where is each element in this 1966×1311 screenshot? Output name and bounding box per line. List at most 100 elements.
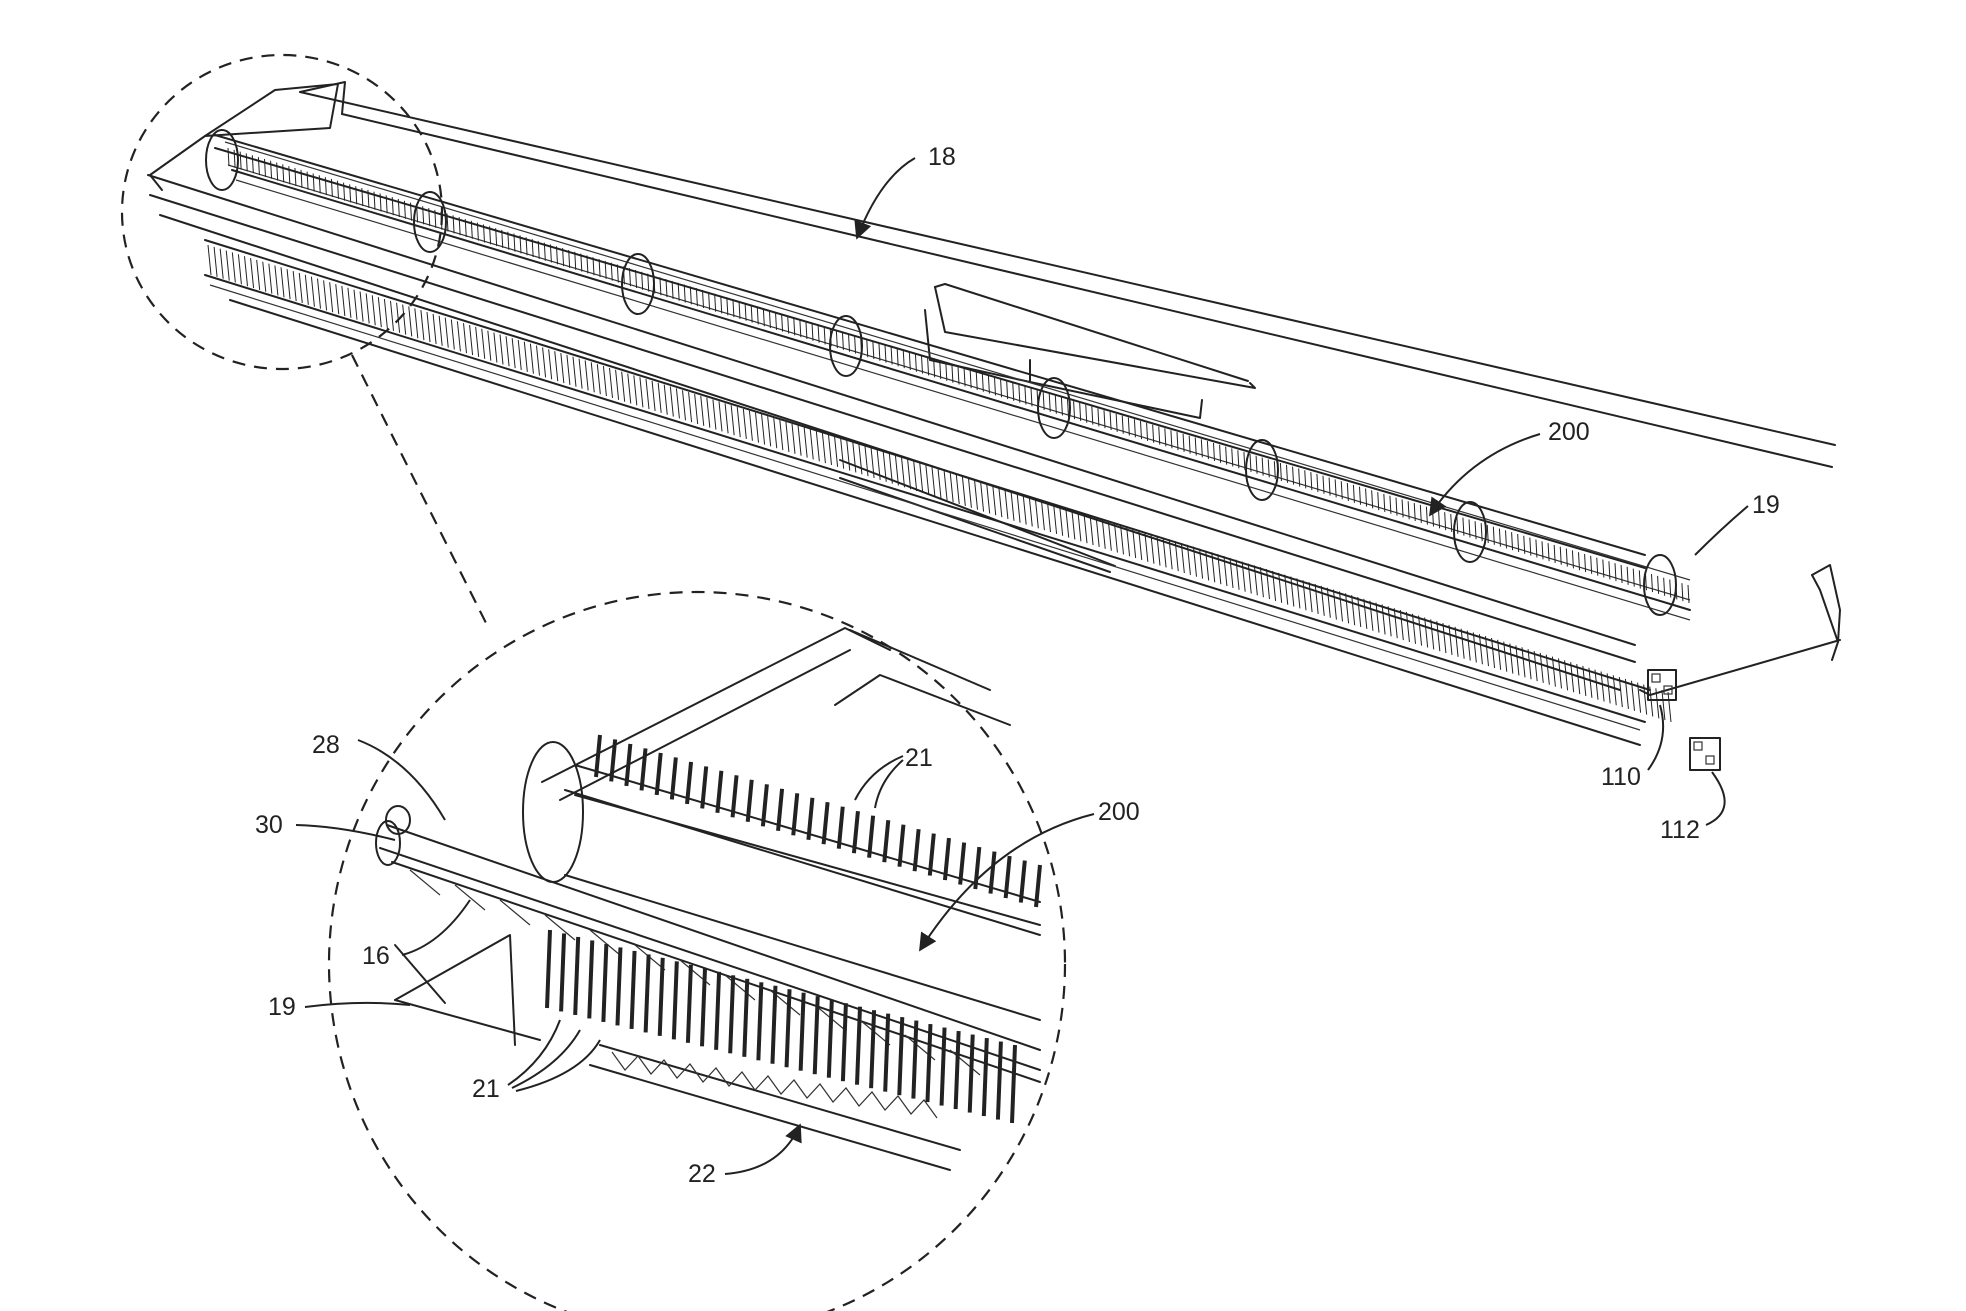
- tooth-stroke: [1614, 563, 1617, 582]
- tooth-stroke: [1200, 439, 1203, 458]
- tooth-stroke: [324, 177, 327, 196]
- tooth-stroke: [1320, 585, 1325, 616]
- tooth-stroke: [545, 929, 552, 1009]
- tooth-stroke: [590, 362, 595, 393]
- tooth-stroke: [1006, 381, 1009, 400]
- tooth-stroke: [1089, 515, 1094, 546]
- tooth-stroke: [834, 436, 839, 467]
- tooth-stroke: [355, 186, 358, 205]
- tooth-stroke: [1618, 677, 1623, 708]
- tooth-stroke: [1028, 496, 1033, 527]
- tooth-stroke: [755, 412, 759, 443]
- tooth-stroke: [1359, 486, 1361, 505]
- tooth-stroke: [967, 477, 972, 508]
- tooth-stroke: [1430, 619, 1435, 650]
- tooth-stroke: [1389, 495, 1392, 514]
- tooth-stroke: [1182, 433, 1185, 452]
- tooth-stroke: [750, 304, 753, 323]
- tooth-stroke: [1022, 494, 1027, 525]
- tooth-stroke: [499, 334, 504, 365]
- tooth-stroke: [1535, 539, 1538, 558]
- tooth-stroke: [1174, 541, 1179, 572]
- tooth-stroke: [700, 395, 705, 426]
- tooth-stroke: [1241, 561, 1246, 592]
- tooth-stroke: [957, 366, 960, 385]
- tooth-stroke: [501, 229, 504, 248]
- label-16: 16: [362, 942, 390, 970]
- tooth-stroke: [280, 267, 285, 298]
- tooth-stroke: [1649, 686, 1654, 717]
- tooth-stroke: [897, 1017, 905, 1096]
- tooth-stroke: [1109, 411, 1112, 431]
- tooth-stroke: [306, 171, 309, 190]
- tooth-stroke: [1425, 506, 1428, 525]
- tooth-stroke: [943, 470, 948, 501]
- tooth-stroke: [1079, 402, 1082, 421]
- label-19-main: 19: [1752, 491, 1780, 519]
- tooth-stroke: [1101, 518, 1106, 549]
- tooth-stroke: [718, 401, 723, 432]
- tooth-stroke: [450, 319, 455, 350]
- tooth-stroke: [1138, 529, 1143, 561]
- tooth-stroke: [250, 257, 255, 289]
- tooth-stroke: [438, 315, 443, 346]
- tooth-stroke: [300, 169, 303, 188]
- tooth-stroke: [1120, 524, 1124, 555]
- tooth-stroke: [671, 961, 679, 1040]
- label-28: 28: [312, 731, 340, 759]
- tooth-stroke: [525, 237, 528, 256]
- tooth-stroke: [1624, 678, 1629, 710]
- tooth-stroke: [517, 339, 522, 371]
- tooth-stroke: [536, 345, 540, 376]
- tooth-stroke: [643, 954, 651, 1033]
- tooth-stroke: [720, 295, 723, 314]
- tooth-stroke: [1515, 645, 1520, 676]
- tooth-stroke: [586, 255, 589, 274]
- tooth-stroke: [270, 160, 273, 179]
- tooth-stroke: [621, 371, 626, 402]
- tooth-stroke: [1225, 446, 1228, 465]
- tooth-stroke: [361, 188, 364, 207]
- tooth-stroke: [685, 964, 693, 1043]
- tooth-stroke: [1292, 466, 1295, 485]
- label-21-top: 21: [905, 744, 933, 772]
- tooth-stroke: [408, 306, 413, 337]
- tooth-stroke: [1211, 552, 1216, 583]
- tooth-stroke: [675, 388, 680, 419]
- gearbox-110: [1647, 669, 1677, 701]
- tooth-stroke: [383, 298, 388, 330]
- tooth-stroke: [1261, 457, 1264, 476]
- main-tooth-hatching: [207, 147, 1690, 723]
- tooth-stroke: [410, 202, 412, 221]
- tooth-stroke: [791, 423, 796, 454]
- tooth-stroke: [762, 308, 765, 327]
- tooth-stroke: [310, 276, 315, 307]
- tooth-stroke: [669, 386, 674, 417]
- tooth-stroke: [1115, 413, 1118, 432]
- tooth-stroke: [1164, 428, 1167, 447]
- tooth-stroke: [1083, 513, 1088, 544]
- tooth-stroke: [1393, 608, 1398, 639]
- tooth-stroke: [1003, 855, 1012, 899]
- tooth-stroke: [775, 311, 777, 330]
- tooth-stroke: [914, 353, 917, 372]
- tooth-stroke: [245, 153, 248, 172]
- tooth-stroke: [671, 280, 674, 299]
- tooth-stroke: [1065, 507, 1070, 538]
- tooth-stroke: [901, 457, 905, 488]
- tooth-stroke: [487, 330, 492, 361]
- tooth-stroke: [458, 217, 461, 236]
- tooth-stroke: [1180, 542, 1185, 574]
- tooth-stroke: [531, 239, 534, 258]
- tooth-stroke: [1206, 441, 1209, 460]
- tooth-stroke: [1249, 453, 1252, 472]
- tooth-stroke: [428, 208, 431, 227]
- tooth-stroke: [730, 405, 735, 436]
- tooth-stroke: [298, 272, 303, 303]
- tooth-stroke: [286, 269, 291, 300]
- tooth-stroke: [470, 220, 473, 239]
- tooth-stroke: [1168, 539, 1173, 570]
- tooth-stroke: [1290, 576, 1295, 607]
- tooth-stroke: [811, 322, 814, 341]
- tooth-stroke: [1193, 546, 1197, 577]
